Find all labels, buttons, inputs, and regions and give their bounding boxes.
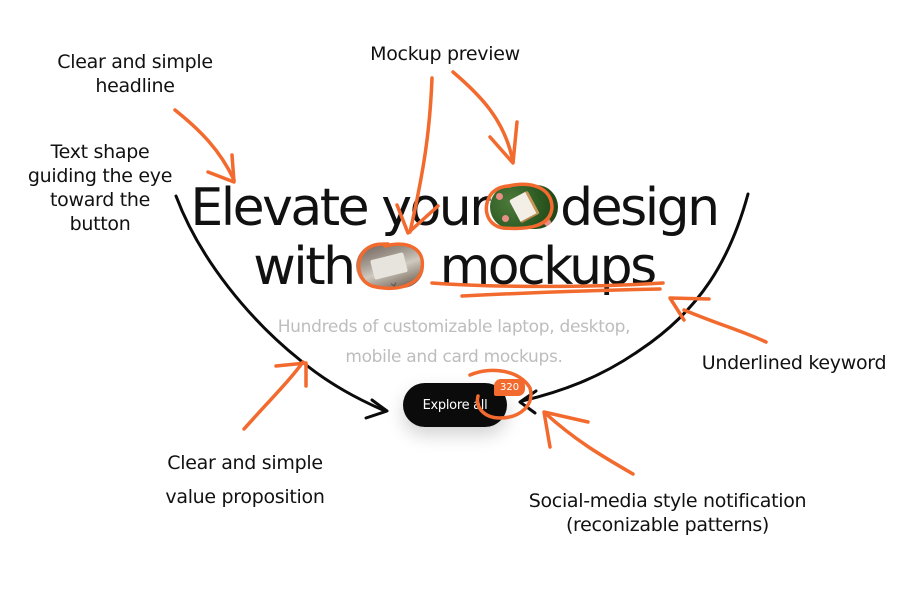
annotation-text: Clear and simple <box>57 51 213 73</box>
annotation-text: button <box>69 213 131 235</box>
headline-text: with <box>253 237 356 297</box>
subtitle-line: Hundreds of customizable laptop, desktop… <box>277 317 631 337</box>
notification-badge: 320 <box>494 379 526 396</box>
mockup-preview-phone-thumbnail <box>490 185 559 229</box>
headline-keyword: mockups <box>439 237 658 297</box>
flower-icon <box>544 219 552 226</box>
annotation-underlined-keyword: Underlined keyword <box>701 352 887 374</box>
preview-arrow-right-head <box>488 120 519 165</box>
annotation-text-shape: Text shape guiding the eye toward the bu… <box>20 140 180 236</box>
annotation-text: headline <box>95 75 175 97</box>
card-mockup-icon <box>369 252 408 280</box>
explore-all-button[interactable]: Explore all <box>403 383 507 427</box>
annotation-text: Clear and simple <box>167 452 323 474</box>
flower-icon <box>496 193 504 200</box>
headline-text: Elevate your <box>190 178 490 238</box>
mockup-preview-card-thumbnail <box>355 244 424 288</box>
preview-arrow-right <box>451 70 515 164</box>
phone-mockup-icon <box>509 190 540 224</box>
annotation-notification: Social-media style notification (reconiz… <box>490 489 845 537</box>
annotation-mockup-preview: Mockup preview <box>370 43 520 65</box>
left-guide-arrowhead <box>364 398 389 420</box>
annotation-value-proposition: Clear and simple value proposition <box>140 446 350 514</box>
headline-text: design <box>560 178 720 238</box>
annotation-text: toward the <box>49 189 151 211</box>
annotation-text: (reconizable patterns) <box>565 514 770 536</box>
headline-arrow <box>173 108 236 182</box>
flower-icon <box>502 215 510 222</box>
value-prop-arrow <box>242 360 305 431</box>
notification-arrowhead <box>542 410 590 449</box>
annotation-text: Social-media style notification <box>528 490 807 512</box>
annotation-headline: Clear and simple headline <box>30 50 240 98</box>
headline-line-2: with mockups <box>0 237 908 297</box>
subtitle-line: mobile and card mockups. <box>345 347 563 367</box>
notification-arrow <box>543 411 635 476</box>
annotation-text: guiding the eye <box>27 165 173 187</box>
annotation-text: value proposition <box>165 486 325 508</box>
annotation-text: Text shape <box>50 141 150 163</box>
